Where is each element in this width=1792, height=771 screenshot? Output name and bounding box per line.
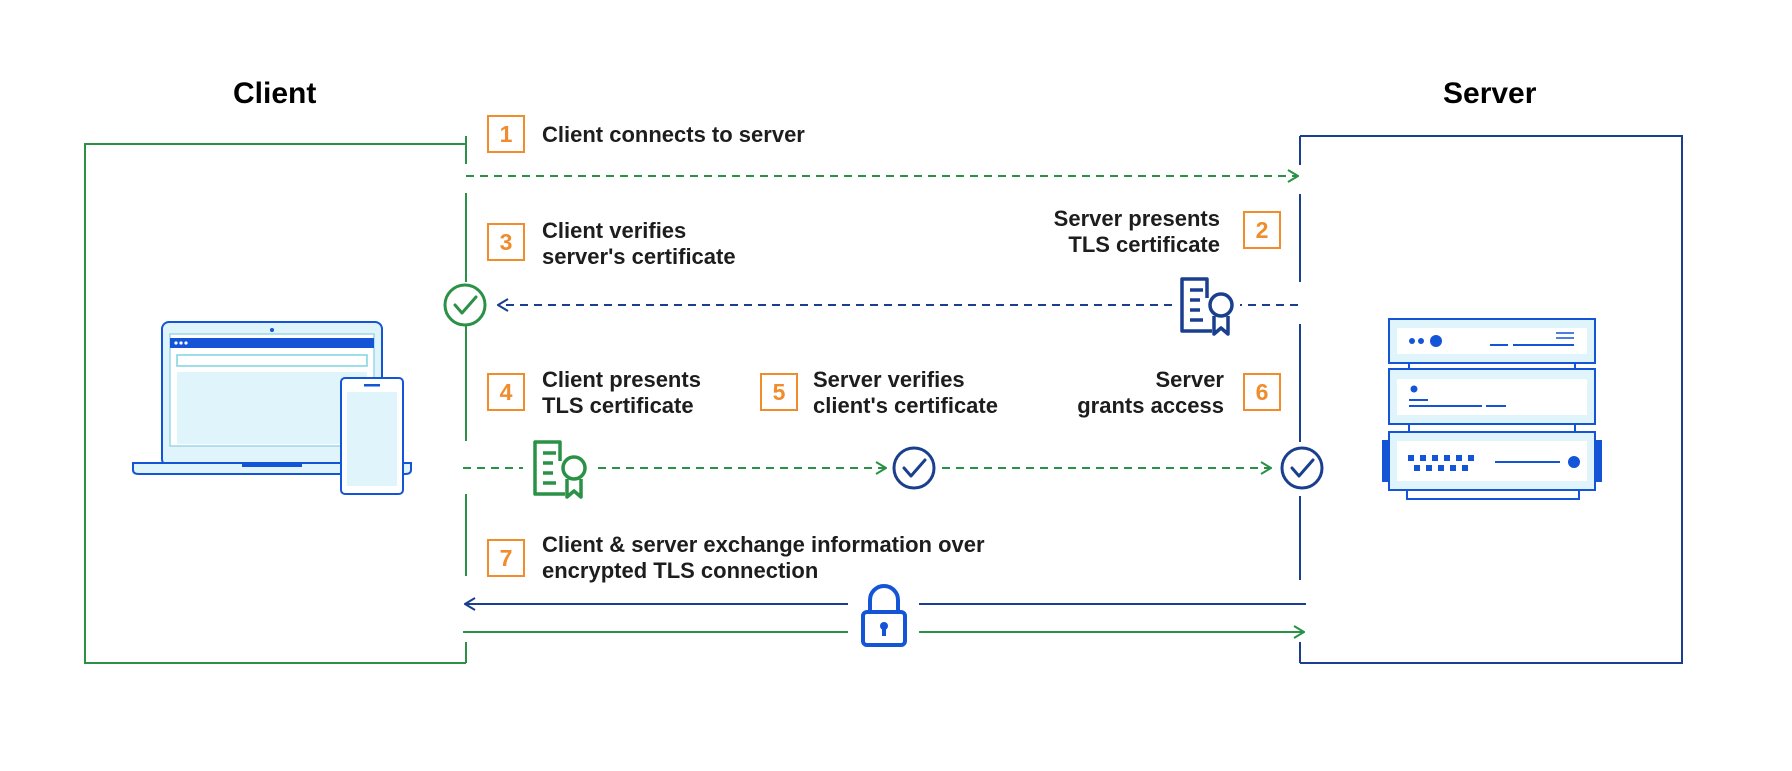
- check-circle-icon: [443, 283, 487, 327]
- laptop-phone-icon: [132, 321, 412, 495]
- step-label: Server presents TLS certificate: [1053, 206, 1220, 257]
- step-number: 7: [487, 539, 525, 577]
- step-label: Client verifies server's certificate: [542, 218, 736, 269]
- server-title: Server: [1443, 77, 1537, 110]
- client-title: Client: [233, 77, 317, 110]
- lock-icon: [861, 584, 907, 647]
- step-number: 2: [1243, 211, 1281, 249]
- step-label: Server grants access: [1077, 367, 1224, 418]
- step-label: Client presents TLS certificate: [542, 367, 701, 418]
- step-number: 5: [760, 373, 798, 411]
- step-label: Server verifies client's certificate: [813, 367, 998, 418]
- step-number: 6: [1243, 373, 1281, 411]
- client-frame: [84, 136, 467, 664]
- step-label: Client & server exchange information ove…: [542, 532, 985, 583]
- step-number: 4: [487, 373, 525, 411]
- step-number: 3: [487, 223, 525, 261]
- certificate-icon: [533, 440, 587, 499]
- certificate-icon: [1180, 277, 1234, 336]
- check-circle-icon: [892, 446, 936, 490]
- server-frame: [1299, 135, 1683, 664]
- step-number: 1: [487, 115, 525, 153]
- step-label: Client connects to server: [542, 122, 805, 147]
- check-circle-icon: [1280, 446, 1324, 490]
- server-rack-icon: [1382, 318, 1602, 500]
